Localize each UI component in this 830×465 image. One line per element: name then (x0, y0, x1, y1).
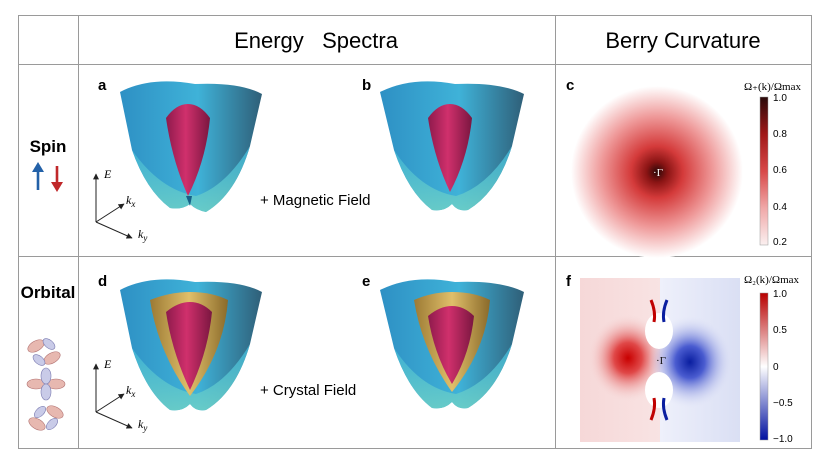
colorbar-f-tick: −0.5 (773, 398, 793, 409)
orbital-lobes-icon (26, 338, 66, 431)
momentum-axes-spin (93, 173, 133, 239)
row-label-orbital: Orbital (21, 283, 76, 302)
orbital-band-surface-d (120, 279, 262, 411)
colorbar-f-title: Ω₂(k)/Ωmax (744, 274, 800, 286)
gamma-point-label-f: ·Γ (656, 355, 666, 367)
colorbar-c-tick: 1.0 (773, 93, 787, 104)
colorbar-c-tick: 0.2 (773, 237, 787, 248)
panel-label-e: e (362, 273, 370, 290)
colorbar-c-tick: 0.6 (773, 165, 787, 176)
spin-band-surface-b (380, 81, 524, 211)
colorbar-c-ticks: 1.0 0.8 0.6 0.4 0.2 (773, 93, 787, 248)
colorbar-f (759, 292, 769, 441)
colorbar-f-tick: −1.0 (773, 434, 793, 445)
axis-label-kx-spin: kx (126, 193, 135, 209)
panel-label-c: c (566, 77, 574, 94)
colorbar-c-tick: 0.4 (773, 202, 787, 213)
axis-label-energy-orbital: E (103, 357, 112, 371)
colorbar-f-tick: 0 (773, 362, 779, 373)
panel-label-f: f (566, 273, 572, 290)
axis-label-ky-spin: ky (138, 227, 147, 243)
colorbar-f-tick: 1.0 (773, 289, 787, 300)
panel-label-b: b (362, 77, 371, 94)
table-grid (18, 15, 812, 449)
momentum-axes-orbital (93, 363, 133, 429)
berry-curvature-header: Berry Curvature (605, 28, 760, 53)
orbital-band-surface-e (380, 279, 524, 409)
crystal-field-label: + Crystal Field (260, 382, 356, 399)
colorbar-f-tick: 0.5 (773, 325, 787, 336)
axis-label-kx-orbital: kx (126, 383, 135, 399)
colorbar-c-tick: 0.8 (773, 129, 787, 140)
spin-arrows-icon (32, 162, 63, 192)
panel-label-d: d (98, 273, 107, 290)
colorbar-c (759, 96, 769, 246)
axis-label-ky-orbital: ky (138, 417, 147, 433)
berry-curvature-map-f (580, 278, 740, 442)
spin-band-surface-a (120, 81, 262, 212)
gamma-point-label-c: ·Γ (653, 167, 663, 179)
colorbar-c-title: Ω₊(k)/Ωmax (744, 81, 801, 93)
magnetic-field-label: + Magnetic Field (260, 192, 370, 209)
panel-label-a: a (98, 77, 107, 94)
axis-label-energy-spin: E (103, 167, 112, 181)
row-label-spin: Spin (30, 137, 67, 156)
berry-curvature-map-c (571, 86, 743, 258)
energy-spectra-header: Energy Spectra (234, 28, 399, 53)
colorbar-f-ticks: 1.0 0.5 0 −0.5 −1.0 (773, 289, 793, 445)
